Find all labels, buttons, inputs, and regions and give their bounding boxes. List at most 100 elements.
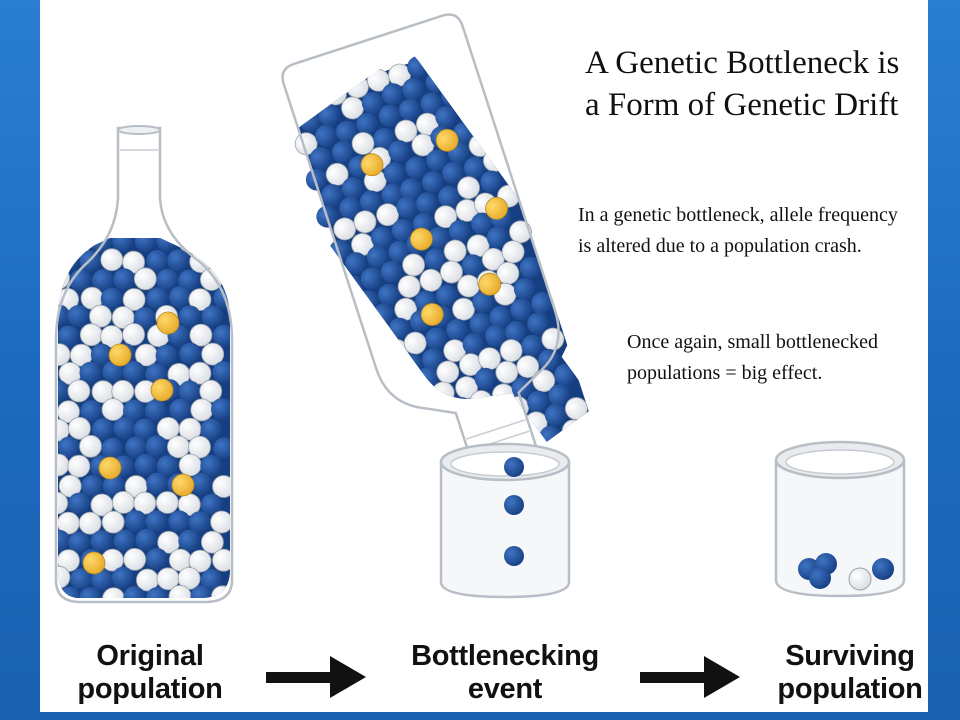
marble (133, 491, 157, 515)
marble (394, 373, 418, 397)
marble (79, 323, 103, 347)
marble (448, 220, 471, 243)
falling-marble (504, 546, 524, 566)
marble (211, 248, 230, 272)
marble (68, 492, 91, 515)
marble (178, 529, 201, 552)
marble (403, 331, 427, 355)
marble (428, 403, 451, 426)
marble (188, 435, 211, 459)
marble-yellow (82, 551, 106, 575)
marble (388, 140, 411, 163)
marble (58, 474, 82, 498)
marble (341, 177, 364, 200)
marble (386, 418, 409, 441)
marble (145, 510, 168, 533)
marble (315, 124, 338, 147)
marble (134, 238, 157, 252)
marble-yellow (409, 227, 433, 251)
marble (190, 472, 213, 495)
marble (178, 453, 202, 477)
original-marbles (58, 238, 230, 598)
marble (135, 528, 158, 551)
marble (101, 510, 125, 534)
marble (390, 396, 413, 419)
marble (457, 176, 480, 200)
marble (435, 106, 458, 129)
marble (67, 379, 91, 403)
marble (111, 379, 135, 403)
marble (200, 530, 224, 554)
marble-yellow (108, 343, 132, 367)
marble (378, 283, 401, 306)
bottle-outline (54, 126, 234, 604)
label-original-population: Original population (77, 640, 223, 705)
marble (100, 287, 123, 310)
marble (345, 252, 368, 275)
marble (391, 219, 414, 242)
marble (527, 312, 550, 335)
marble (548, 384, 571, 407)
marble (210, 510, 230, 534)
marble (489, 306, 512, 329)
marble-yellow (150, 378, 174, 402)
marble (188, 361, 212, 385)
marble (469, 312, 492, 335)
marble-yellow (435, 128, 459, 152)
marble (133, 418, 156, 441)
marble (381, 83, 404, 106)
marble (425, 327, 448, 350)
marble (510, 298, 533, 321)
marble (443, 239, 467, 263)
marble (371, 226, 394, 249)
marble (380, 260, 403, 283)
marble (190, 398, 214, 422)
marble (212, 548, 230, 572)
marble (156, 268, 179, 291)
marble (155, 344, 178, 367)
marble (80, 400, 103, 423)
marble (156, 455, 179, 478)
marble (554, 363, 577, 386)
slide-title: A Genetic Bottleneck is a Form of Geneti… (585, 45, 900, 123)
marble (478, 347, 501, 371)
marble (309, 147, 332, 170)
marble (101, 398, 125, 421)
marble (501, 240, 525, 264)
arrow-right-icon (266, 656, 366, 698)
marble (521, 334, 544, 357)
marble (509, 220, 532, 244)
marble (122, 322, 146, 346)
marble (406, 411, 429, 434)
marble (58, 453, 70, 477)
marble (201, 305, 224, 328)
marble (440, 260, 463, 284)
marble-yellow (478, 272, 502, 296)
original-population-bottle (54, 125, 234, 604)
marble (81, 475, 104, 497)
marble (58, 248, 80, 271)
marble (428, 47, 451, 71)
marble (544, 403, 567, 426)
marble (70, 568, 93, 591)
marble (133, 267, 157, 291)
marble (90, 238, 113, 253)
marble (402, 78, 425, 101)
surviving-population-cup (774, 440, 906, 598)
marble (519, 256, 542, 279)
receiving-cup (439, 442, 571, 599)
marble-yellow (98, 456, 122, 480)
marble (112, 490, 135, 514)
marble (90, 343, 113, 366)
marble (102, 474, 125, 497)
marble (472, 290, 495, 313)
marble-yellow (420, 303, 444, 326)
marble (424, 248, 447, 271)
marble (527, 390, 550, 413)
marble (58, 325, 80, 348)
marble-yellow (485, 196, 508, 220)
marble (68, 531, 91, 554)
marble (373, 128, 396, 151)
marble (146, 250, 169, 272)
marble (146, 587, 169, 598)
